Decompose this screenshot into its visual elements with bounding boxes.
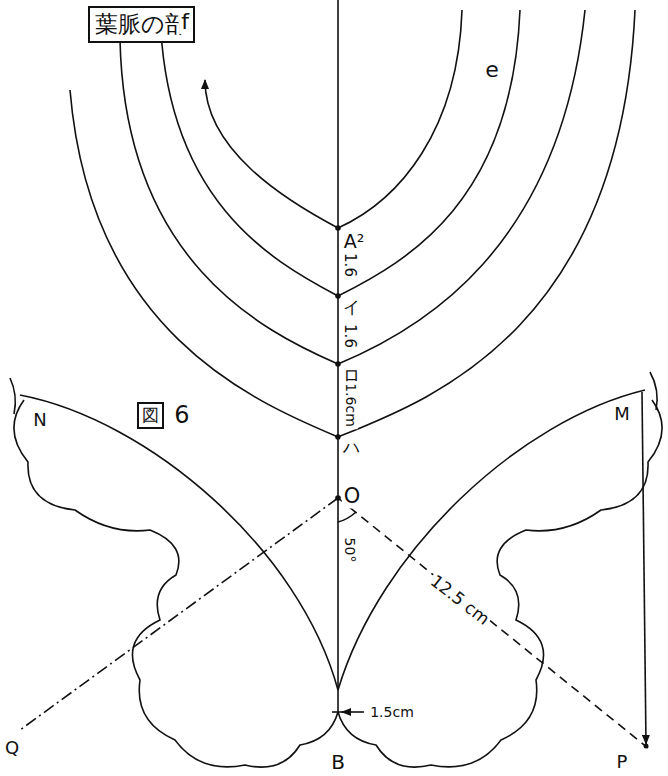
- point-label: ロ: [341, 366, 362, 385]
- angle: 50°: [341, 536, 356, 565]
- point-label: Q: [3, 738, 21, 758]
- dimension: 1.6: [342, 322, 359, 350]
- dimension: 1.6cm: [342, 381, 357, 429]
- point-label: O: [342, 485, 363, 508]
- point-label: A²: [342, 231, 367, 252]
- point-label: イ: [341, 298, 362, 317]
- point-label: e: [483, 58, 501, 82]
- figure-mark: 図: [142, 406, 159, 425]
- figure-box: 図: [137, 402, 164, 429]
- point-label: M: [612, 404, 632, 424]
- point-label: N: [31, 410, 48, 430]
- point-label: P: [615, 752, 630, 772]
- point-label: ハ: [341, 438, 362, 457]
- dimension: 1.6: [342, 251, 359, 279]
- point-label: B: [329, 751, 347, 773]
- dimension: 1.5cm: [368, 705, 416, 720]
- dimension: 12.5 cm: [425, 570, 494, 630]
- figure-number: 6: [172, 402, 191, 428]
- point-label: f: [179, 10, 191, 34]
